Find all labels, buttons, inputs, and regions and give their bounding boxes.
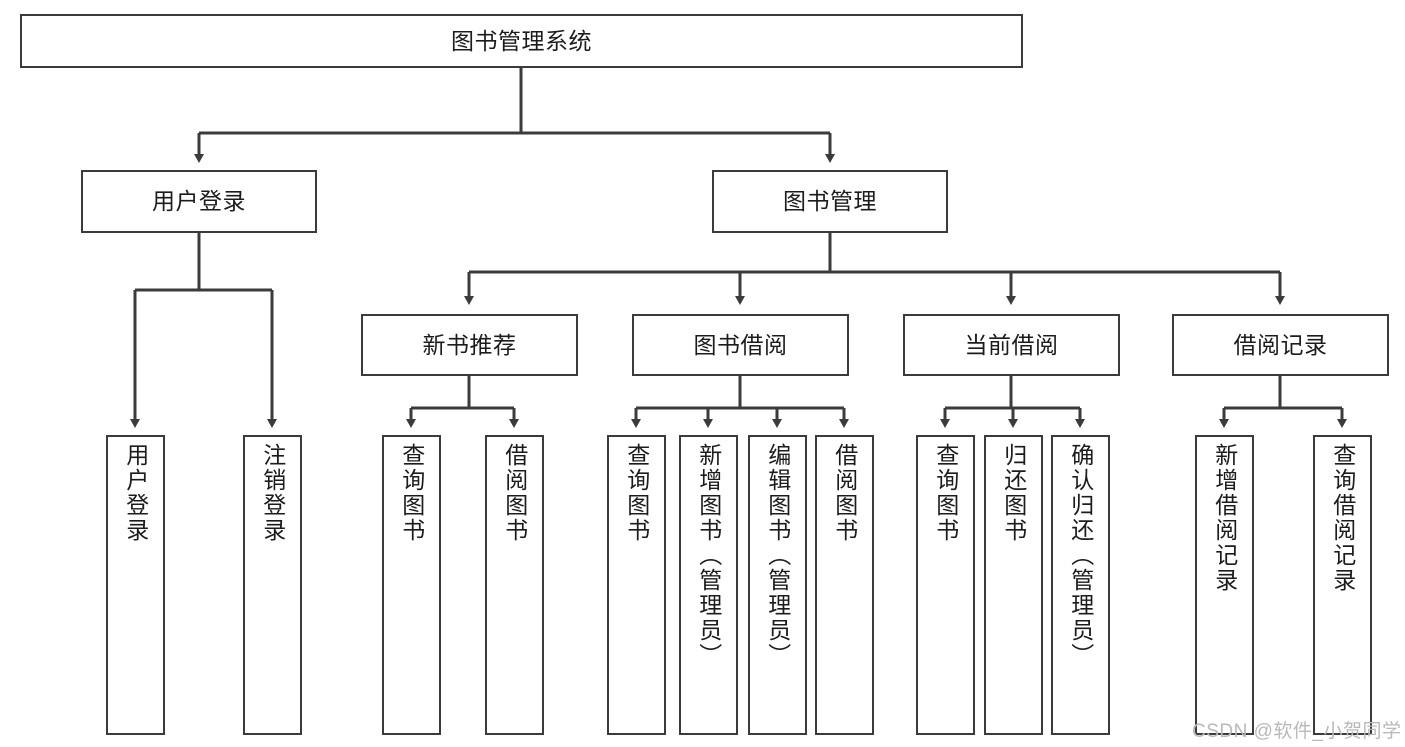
- node-label: 用户登录: [152, 188, 246, 215]
- node-leaf-query-book-1[interactable]: 查询图书: [382, 435, 441, 735]
- node-label: 查询借阅记录: [1329, 443, 1356, 593]
- node-leaf-edit-book[interactable]: 编辑图书（管理员）: [748, 435, 807, 735]
- node-label: 注销登录: [259, 443, 286, 543]
- node-label: 图书借阅: [693, 331, 788, 358]
- node-current-borrowing[interactable]: 当前借阅: [903, 314, 1120, 376]
- node-leaf-logout[interactable]: 注销登录: [243, 435, 302, 735]
- node-book-management[interactable]: 图书管理: [712, 170, 948, 233]
- node-leaf-add-record[interactable]: 新增借阅记录: [1195, 435, 1254, 735]
- node-label: 借阅图书: [501, 443, 528, 543]
- node-book-borrowing[interactable]: 图书借阅: [632, 314, 849, 376]
- node-user-login[interactable]: 用户登录: [81, 170, 317, 233]
- node-label: 查询图书: [623, 443, 650, 543]
- node-leaf-query-book-3[interactable]: 查询图书: [916, 435, 975, 735]
- node-leaf-borrow-book-1[interactable]: 借阅图书: [485, 435, 544, 735]
- node-root-system[interactable]: 图书管理系统: [20, 14, 1023, 68]
- node-label: 查询图书: [932, 443, 959, 543]
- node-leaf-borrow-book-2[interactable]: 借阅图书: [815, 435, 874, 735]
- node-label: 借阅记录: [1233, 331, 1328, 358]
- node-label: 新增借阅记录: [1211, 443, 1238, 593]
- node-leaf-add-book[interactable]: 新增图书（管理员）: [679, 435, 738, 735]
- node-label: 编辑图书（管理员）: [764, 443, 791, 668]
- node-label: 用户登录: [122, 443, 149, 543]
- node-new-book-recommendation[interactable]: 新书推荐: [361, 314, 578, 376]
- node-leaf-query-book-2[interactable]: 查询图书: [607, 435, 666, 735]
- node-label: 查询图书: [398, 443, 425, 543]
- node-leaf-return-book[interactable]: 归还图书: [984, 435, 1043, 735]
- node-label: 图书管理系统: [451, 27, 592, 54]
- node-label: 当前借阅: [964, 331, 1059, 358]
- node-label: 确认归还（管理员）: [1067, 443, 1094, 668]
- node-leaf-confirm-return[interactable]: 确认归还（管理员）: [1051, 435, 1110, 735]
- watermark-text: CSDN @软件_小贺同学: [1192, 721, 1402, 742]
- node-label: 图书管理: [783, 188, 877, 215]
- node-label: 归还图书: [1000, 443, 1027, 543]
- node-leaf-user-login[interactable]: 用户登录: [106, 435, 165, 735]
- node-label: 借阅图书: [831, 443, 858, 543]
- node-label: 新书推荐: [422, 331, 517, 358]
- node-label: 新增图书（管理员）: [695, 443, 722, 668]
- node-leaf-query-record[interactable]: 查询借阅记录: [1313, 435, 1372, 735]
- node-borrowing-record[interactable]: 借阅记录: [1172, 314, 1389, 376]
